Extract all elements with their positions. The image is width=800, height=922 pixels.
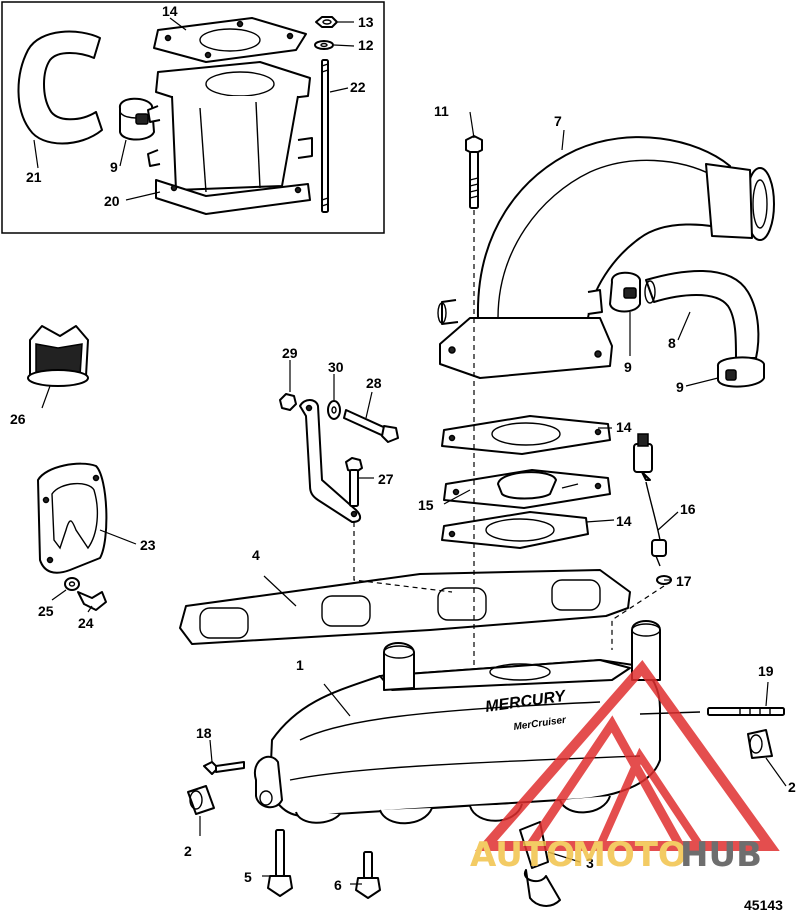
part-20-riser <box>147 61 313 215</box>
callout-26: 26 <box>10 411 26 427</box>
inset-frame <box>1 1 385 234</box>
part-1-manifold: MERCURY MerCruiser <box>253 620 701 825</box>
callout-16: 16 <box>680 501 696 517</box>
callout-1: 1 <box>296 657 304 673</box>
callout-4: 4 <box>252 547 260 563</box>
part-29-nut <box>279 393 297 411</box>
part-28-bolt <box>343 409 399 443</box>
part-15-spacer <box>443 469 611 509</box>
callout-2-left: 2 <box>184 843 192 859</box>
part-30-washer <box>327 400 341 420</box>
callout-15: 15 <box>418 497 434 513</box>
figure-number: 45143 <box>744 897 783 913</box>
callout-9-right: 9 <box>676 379 684 395</box>
part-23-gasket <box>37 462 108 574</box>
part-5-bolt <box>267 829 293 897</box>
callout-8: 8 <box>668 335 676 351</box>
part-11-bolt <box>465 135 483 209</box>
part-25-washer <box>64 577 80 591</box>
watermark-auto: AUTO <box>470 835 575 875</box>
callout-7: 7 <box>554 113 562 129</box>
callout-21: 21 <box>26 169 42 185</box>
callout-13: 13 <box>358 14 374 30</box>
callout-6: 6 <box>334 877 342 893</box>
watermark-hub: HUB <box>680 835 762 875</box>
callout-14-inset: 14 <box>162 3 178 19</box>
callout-20: 20 <box>104 193 120 209</box>
part-26-cap <box>27 325 89 387</box>
callout-3: 3 <box>586 855 594 871</box>
part-14-gasket-inset <box>153 17 307 63</box>
part-6-bolt <box>355 851 381 899</box>
callout-22: 22 <box>350 79 366 95</box>
watermark-logo-mark <box>474 659 780 851</box>
part-27-bolt <box>345 457 363 507</box>
callout-2-right: 2 <box>788 779 796 795</box>
callout-18: 18 <box>196 725 212 741</box>
callout-17: 17 <box>676 573 692 589</box>
callout-9-elbow: 9 <box>624 359 632 375</box>
callout-9-inset: 9 <box>110 159 118 175</box>
part-7-elbow <box>437 136 775 379</box>
callout-11: 11 <box>434 103 449 119</box>
part-9-clamp-inset <box>119 97 155 141</box>
part-9-clamp-elbow <box>609 271 641 313</box>
part-13-nut <box>315 16 338 28</box>
watermark: AUTO MOTO HUB <box>470 659 780 875</box>
part-21-hose <box>17 30 103 145</box>
part-19-stud <box>707 707 785 716</box>
part-12-washer <box>314 40 334 50</box>
callout-25: 25 <box>38 603 54 619</box>
part-8-hose <box>644 270 760 359</box>
callout-27: 27 <box>378 471 394 487</box>
callout-19: 19 <box>758 663 774 679</box>
callout-24: 24 <box>78 615 94 631</box>
part-4-gasket <box>179 569 631 645</box>
part-22-stud <box>321 59 329 213</box>
callout-5: 5 <box>244 869 252 885</box>
part-9-clamp-right <box>717 356 765 388</box>
watermark-moto: MOTO <box>572 835 687 875</box>
part-24-bolt <box>77 591 107 611</box>
callout-23: 23 <box>140 537 156 553</box>
callout-14-lower: 14 <box>616 513 632 529</box>
part-2-plug-right <box>747 729 773 759</box>
part-16-sensor <box>633 433 667 567</box>
part-14-gasket-upper <box>441 415 611 455</box>
callout-30: 30 <box>328 359 344 375</box>
callout-28: 28 <box>366 375 382 391</box>
bracket <box>299 399 362 523</box>
callout-29: 29 <box>282 345 298 361</box>
part-14-gasket-lower <box>441 511 589 549</box>
callout-12: 12 <box>358 37 374 53</box>
part-2-plug-left <box>187 785 215 815</box>
part-18-screw <box>203 761 245 775</box>
callout-14-upper: 14 <box>616 419 632 435</box>
